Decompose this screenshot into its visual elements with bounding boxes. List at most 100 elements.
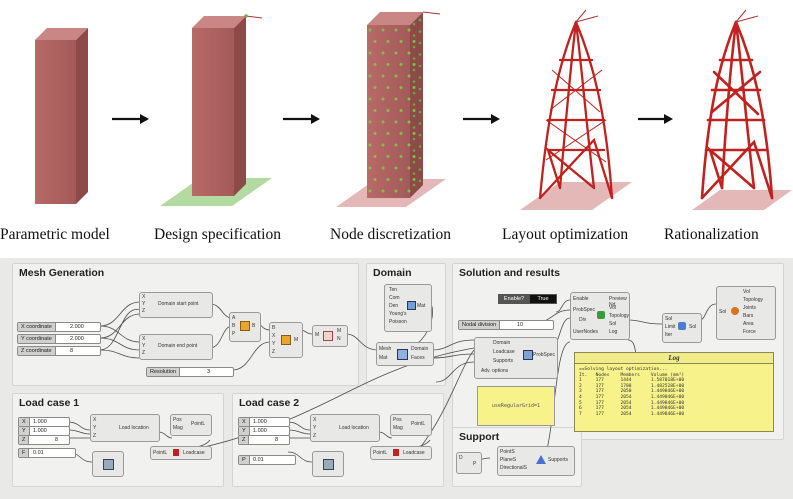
stage-label-layout-optimization: Layout optimization bbox=[502, 226, 629, 243]
solve-icon bbox=[597, 311, 605, 319]
lc1-load-location-component[interactable]: X Y Z Load location bbox=[90, 414, 160, 442]
pin-force: Force bbox=[743, 329, 756, 335]
pin-b-out: B bbox=[252, 323, 256, 329]
resolution-slider[interactable]: Resolution 3 bbox=[146, 367, 234, 377]
node-dot bbox=[418, 168, 422, 171]
node-dot bbox=[386, 63, 390, 66]
load-location-label: Load location bbox=[119, 425, 149, 431]
lc2-mag-value: 0.01 bbox=[253, 457, 264, 463]
node-dot bbox=[368, 74, 372, 78]
lc1-pointl-component[interactable]: Pos Mag PointL bbox=[170, 414, 212, 436]
node-dot bbox=[399, 86, 403, 89]
pin-x: X bbox=[142, 336, 146, 342]
pin-sol-in: Sol bbox=[719, 309, 727, 315]
pin-domain-out: Domain bbox=[411, 346, 429, 352]
node-dot bbox=[412, 45, 416, 49]
pin-youngs: Young's bbox=[389, 311, 407, 317]
pin-mat-out: Mat bbox=[417, 303, 426, 309]
load-location-label: Load location bbox=[339, 425, 369, 431]
pin-probspec: ProbSpec bbox=[573, 307, 595, 313]
nodal-division-slider[interactable]: Nodal division 10 bbox=[458, 320, 554, 330]
y-coordinate-value: 2.000 bbox=[70, 336, 84, 342]
pin-d: D bbox=[459, 455, 463, 461]
material-component[interactable]: Ten Com Den Young's Poisson Mat bbox=[384, 284, 432, 332]
pin-sol-out: Sol bbox=[689, 324, 697, 330]
log-panel[interactable]: Log ==Solving layout optimization... It.… bbox=[574, 352, 774, 432]
support-component[interactable]: PointS PlaneS DirectionalS Supports bbox=[497, 446, 575, 476]
lc2-load-location-component[interactable]: X Y Z Load location bbox=[310, 414, 380, 442]
log-line: 7 177 2054 1.449846E+00 bbox=[579, 411, 685, 417]
node-dot bbox=[407, 51, 411, 55]
mesh-box-component[interactable]: B X Y Z M bbox=[269, 322, 303, 358]
node-dot bbox=[418, 64, 422, 68]
pointl-out: PointL bbox=[191, 421, 206, 427]
pin-pointl-in: PointL bbox=[373, 450, 388, 456]
adv-options-note[interactable]: useRegularGrid=1 bbox=[477, 386, 555, 426]
pin-x: X bbox=[142, 294, 146, 300]
node-dot bbox=[412, 34, 416, 37]
node-dot bbox=[412, 22, 416, 26]
node-dot bbox=[399, 155, 403, 158]
node-dot bbox=[418, 179, 422, 183]
pin-y: Y bbox=[313, 425, 317, 431]
node-dot bbox=[373, 178, 377, 181]
domain-title: Domain bbox=[373, 267, 412, 279]
node-dot bbox=[418, 87, 422, 91]
node-dot bbox=[407, 166, 411, 170]
node-dot bbox=[412, 160, 416, 164]
node-dot bbox=[412, 137, 416, 141]
node-dot bbox=[407, 74, 411, 78]
box-component[interactable]: A B P B bbox=[229, 312, 261, 342]
pin-sol-in: Sol bbox=[665, 316, 673, 322]
mesh-box-icon bbox=[281, 335, 291, 345]
pin-y: Y bbox=[142, 301, 146, 307]
enable-toggle[interactable]: Enable? True bbox=[498, 294, 557, 304]
domain-component[interactable]: Mesh Mat Domain Faces bbox=[376, 342, 434, 366]
enable-value: True bbox=[529, 294, 557, 304]
pin-b: B bbox=[232, 323, 236, 329]
node-dot bbox=[407, 28, 411, 32]
lc2-vector-component[interactable] bbox=[312, 451, 344, 477]
y-coordinate-slider[interactable]: Y coordinate 2.000 bbox=[17, 334, 101, 344]
support-plane-component[interactable]: D P bbox=[456, 452, 482, 474]
support-title: Support bbox=[459, 431, 500, 443]
node-dot bbox=[412, 63, 416, 66]
rationalize-component[interactable]: Sol Limit Iter Sol bbox=[662, 313, 702, 343]
lc2-loadcase-component[interactable]: PointL Loadcase bbox=[370, 446, 432, 460]
layout-optimization-truss bbox=[520, 9, 632, 210]
problem-spec-component[interactable]: Domain Loadcase Supports Adv. options Pr… bbox=[474, 337, 558, 379]
pin-mag: Mag bbox=[393, 425, 403, 431]
results-component[interactable]: Sol Vol Topology Joints Bars Area Force bbox=[716, 286, 776, 340]
lc1-x-value: 1.000 bbox=[33, 419, 47, 425]
solver-component[interactable]: Enable ProbSpec Div UserNodes Preview Nd… bbox=[570, 292, 630, 340]
pin-probspec-out: ProbSpec bbox=[533, 352, 555, 358]
pin-p: P bbox=[473, 461, 477, 467]
lc1-loadcase-component[interactable]: PointL Loadcase bbox=[150, 446, 212, 460]
pin-x: X bbox=[93, 417, 97, 423]
mesh-converter-component[interactable]: M M N bbox=[312, 325, 348, 347]
design-specification-box bbox=[160, 14, 272, 206]
resolution-value: 3 bbox=[207, 369, 211, 375]
pin-vol: Vol bbox=[743, 289, 750, 295]
pin-pos: Pos bbox=[173, 417, 182, 423]
domain-start-point-component[interactable]: X Y Z Domain start point bbox=[139, 292, 213, 318]
lc1-vector-component[interactable] bbox=[92, 451, 124, 477]
stage-label-rationalization: Rationalization bbox=[664, 226, 759, 243]
domain-end-point-component[interactable]: X Y Z Domain end point bbox=[139, 334, 213, 360]
lc2-pointl-component[interactable]: Pos Mag PointL bbox=[390, 414, 432, 436]
x-coordinate-slider[interactable]: X coordinate 2.000 bbox=[17, 322, 101, 332]
domain-icon bbox=[397, 349, 408, 360]
z-coordinate-slider[interactable]: Z coordinate 8 bbox=[17, 346, 101, 356]
lc1-mag-value: 0.01 bbox=[33, 450, 44, 456]
node-dot bbox=[412, 80, 416, 83]
lc2-x-label: X bbox=[239, 418, 250, 426]
pointl-out: PointL bbox=[411, 421, 426, 427]
log-line: 3 177 2050 1.449846E+00 bbox=[579, 389, 685, 395]
stage-label-design-specification: Design specification bbox=[154, 226, 281, 243]
arrow-1 bbox=[112, 114, 149, 124]
pin-z: Z bbox=[313, 433, 317, 439]
